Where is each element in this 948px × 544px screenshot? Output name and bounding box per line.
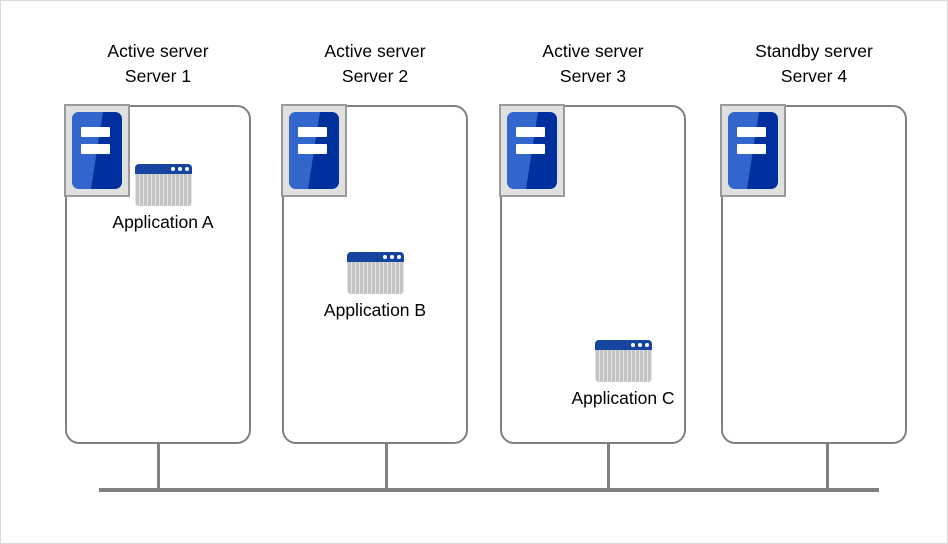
server-caption-2: Active server Server 2 — [275, 39, 475, 89]
application-label: Application B — [323, 300, 427, 320]
application-label: Application C — [571, 388, 675, 408]
server-caption-3: Active server Server 3 — [493, 39, 693, 89]
server-icon — [720, 104, 786, 197]
server-slot-bar — [516, 144, 545, 155]
server-column-2: Active server Server 2 Application B — [275, 1, 475, 543]
server-slot-bar — [81, 127, 110, 138]
network-bus-line — [99, 488, 879, 492]
server-chip-graphic — [728, 112, 778, 189]
server-role-2: Active server — [324, 41, 426, 61]
titlebar-dot-icon — [644, 343, 649, 347]
server-slot-bar — [81, 144, 110, 155]
titlebar-dot-icon — [170, 167, 175, 171]
application-window-icon — [134, 164, 192, 206]
server-chip-graphic — [289, 112, 339, 189]
application-item[interactable]: Application B — [320, 252, 430, 321]
network-drop-line — [826, 444, 829, 490]
titlebar-dot-icon — [184, 167, 189, 171]
application-window-icon — [346, 252, 404, 294]
titlebar-dot-icon — [389, 255, 394, 259]
server-icon — [64, 104, 130, 197]
server-role-4: Standby server — [755, 41, 873, 61]
server-column-4: Standby server Server 4 — [714, 1, 914, 543]
titlebar-dot-icon — [637, 343, 642, 347]
server-caption-1: Active server Server 1 — [58, 39, 258, 89]
network-drop-line — [607, 444, 610, 490]
server-slot-bar — [298, 127, 327, 138]
application-titlebar — [134, 164, 192, 174]
server-slot-bar — [737, 127, 766, 138]
server-slot-bar — [516, 127, 545, 138]
titlebar-dot-icon — [177, 167, 182, 171]
server-icon — [499, 104, 565, 197]
network-drop-line — [157, 444, 160, 490]
network-drop-line — [385, 444, 388, 490]
server-name-2: Server 2 — [341, 66, 409, 86]
titlebar-dot-icon — [382, 255, 387, 259]
server-column-3: Active server Server 3 Application C — [493, 1, 693, 543]
server-name-3: Server 3 — [559, 66, 627, 86]
application-titlebar — [594, 340, 652, 350]
server-icon — [281, 104, 347, 197]
server-column-1: Active server Server 1 Application A — [58, 1, 258, 543]
server-caption-4: Standby server Server 4 — [714, 39, 914, 89]
server-role-1: Active server — [107, 41, 209, 61]
application-item[interactable]: Application C — [568, 340, 678, 409]
application-item[interactable]: Application A — [108, 164, 218, 233]
server-chip-graphic — [507, 112, 557, 189]
application-window-icon — [594, 340, 652, 382]
server-chip-graphic — [72, 112, 122, 189]
server-name-1: Server 1 — [124, 66, 192, 86]
server-slot-bar — [298, 144, 327, 155]
application-label: Application A — [112, 212, 214, 232]
titlebar-dot-icon — [396, 255, 401, 259]
application-titlebar — [346, 252, 404, 262]
titlebar-dot-icon — [630, 343, 635, 347]
server-slot-bar — [737, 144, 766, 155]
server-name-4: Server 4 — [780, 66, 848, 86]
server-role-3: Active server — [542, 41, 644, 61]
